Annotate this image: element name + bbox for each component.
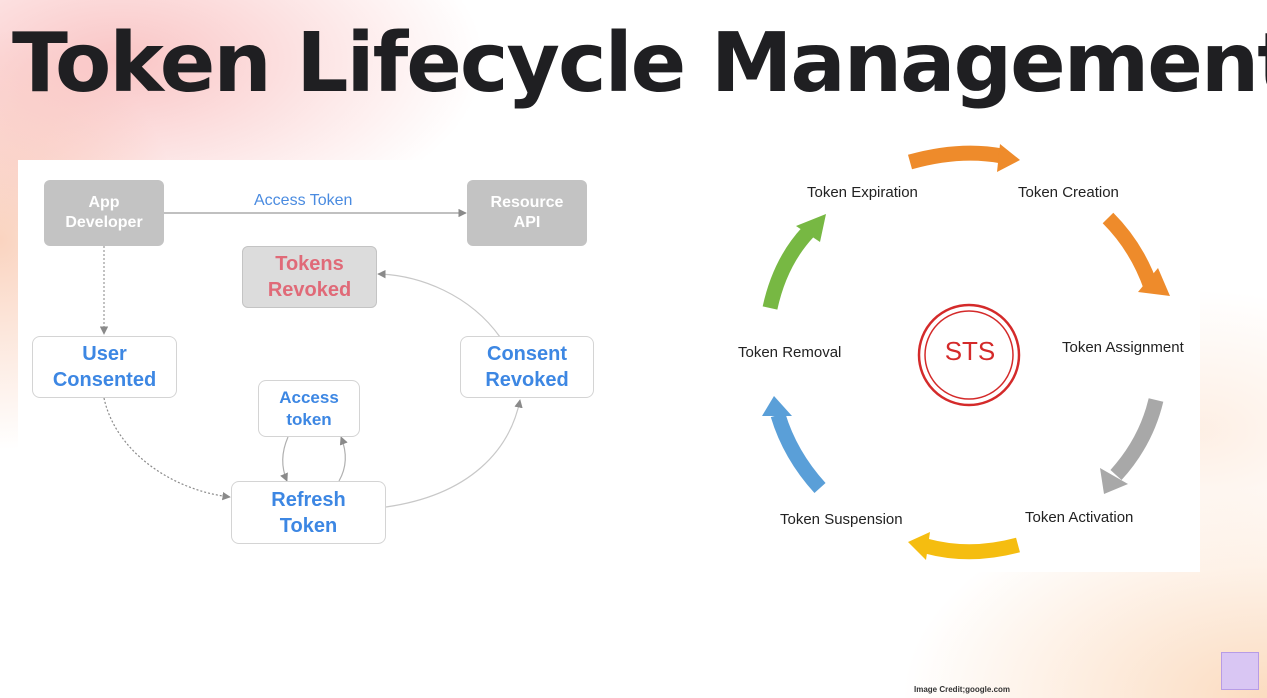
arrow-expiration <box>762 214 826 310</box>
access-token-node: Access token <box>258 380 360 437</box>
stage-creation: Token Creation <box>1018 184 1119 201</box>
edge-refresh-to-consent-revoked <box>385 399 523 508</box>
arrow-removal <box>762 396 826 494</box>
arrow-assignment <box>1102 212 1170 296</box>
presenter-avatar <box>1221 652 1259 690</box>
edge-refresh-to-access <box>338 436 348 482</box>
stage-removal: Token Removal <box>738 344 842 361</box>
sts-label: STS <box>944 336 996 366</box>
refresh-token-node: Refresh Token <box>231 481 386 544</box>
stage-suspension: Token Suspension <box>780 511 903 528</box>
stage-assignment: Token Assignment <box>1062 339 1184 356</box>
stage-expiration: Token Expiration <box>807 184 918 201</box>
stage-activation: Token Activation <box>1025 509 1134 526</box>
tokens-revoked-node: Tokens Revoked <box>242 246 377 308</box>
access-token-edge-label: Access Token <box>254 192 353 209</box>
user-consented-node: User Consented <box>32 336 177 398</box>
image-credit: Image Credit;google.com <box>914 685 1011 694</box>
app-developer-node: App Developer <box>44 180 164 246</box>
edge-consent-revoked-to-tokens-revoked <box>377 269 501 338</box>
edge-consent-to-refresh <box>103 397 231 501</box>
arrow-activation <box>1100 398 1164 494</box>
resource-api-node: Resource API <box>467 180 587 246</box>
edge-access-to-refresh <box>280 436 289 482</box>
sts-circle <box>917 303 1021 407</box>
arrow-suspension <box>908 532 1020 560</box>
page-title: Token Lifecycle Management <box>12 16 1267 111</box>
arrow-creation <box>907 144 1020 172</box>
consent-revoked-node: Consent Revoked <box>460 336 594 398</box>
